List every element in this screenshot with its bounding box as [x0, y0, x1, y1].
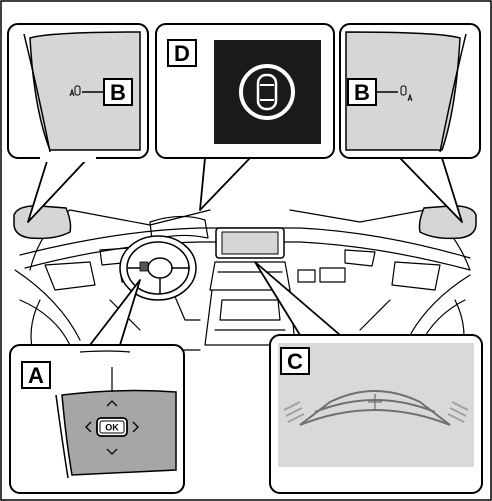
label-box-b-left — [103, 78, 133, 106]
left-mirror-glass — [29, 31, 141, 151]
mirror-bsm-indicator-icon — [69, 85, 81, 97]
chevron-down-icon — [106, 448, 118, 455]
chevron-right-icon — [132, 421, 139, 433]
label-a: A — [28, 363, 44, 388]
right-door-mirror — [418, 205, 477, 240]
ok-button-label: OK — [105, 423, 119, 433]
label-box-b-right — [347, 78, 377, 106]
meter-display-screen — [214, 40, 321, 144]
label-box-c — [280, 347, 310, 375]
label-b-left: B — [110, 80, 126, 105]
label-b-right: B — [354, 80, 370, 105]
parking-sensor-bars — [283, 401, 469, 423]
right-mirror-glass — [345, 31, 461, 151]
left-door-mirror — [13, 205, 72, 240]
chevron-left-icon — [85, 421, 92, 433]
parking-guide-lines — [299, 390, 451, 426]
steering-switch-marker — [139, 261, 149, 272]
mirror-bsm-indicator-icon — [400, 85, 413, 102]
car-top-view-icon — [239, 64, 295, 120]
label-box-d — [167, 39, 197, 67]
label-c: C — [287, 349, 303, 374]
chevron-up-icon — [106, 400, 118, 407]
label-d: D — [174, 41, 190, 66]
label-box-a — [21, 361, 51, 389]
center-display-screen — [221, 231, 279, 255]
camera-display-screen — [278, 343, 474, 467]
